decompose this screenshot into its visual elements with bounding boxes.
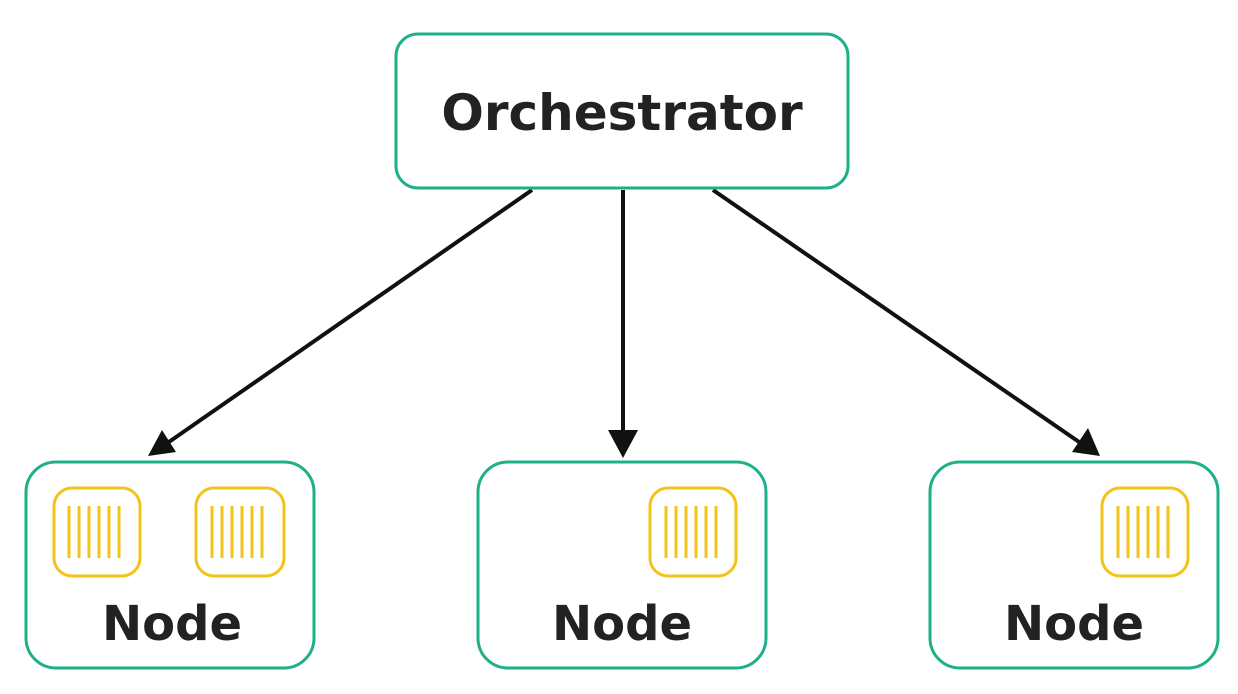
arrow-to-node-3 [711, 188, 1100, 456]
node-box-1[interactable]: Node [24, 460, 316, 670]
node-box-3[interactable]: Node [928, 460, 1220, 670]
node-box-2[interactable]: Node [476, 460, 768, 670]
container-icon [194, 486, 286, 578]
container-icon [648, 486, 738, 578]
node-label: Node [552, 596, 692, 652]
container-icon [1100, 486, 1190, 578]
node-label: Node [102, 596, 242, 652]
orchestrator-box[interactable]: Orchestrator [394, 32, 850, 190]
orchestrator-label: Orchestrator [441, 84, 803, 142]
arrow-to-node-1 [148, 188, 534, 456]
arrows [148, 188, 1100, 458]
node-label: Node [1004, 596, 1144, 652]
container-icon [52, 486, 142, 578]
arrow-to-node-2 [608, 190, 638, 458]
